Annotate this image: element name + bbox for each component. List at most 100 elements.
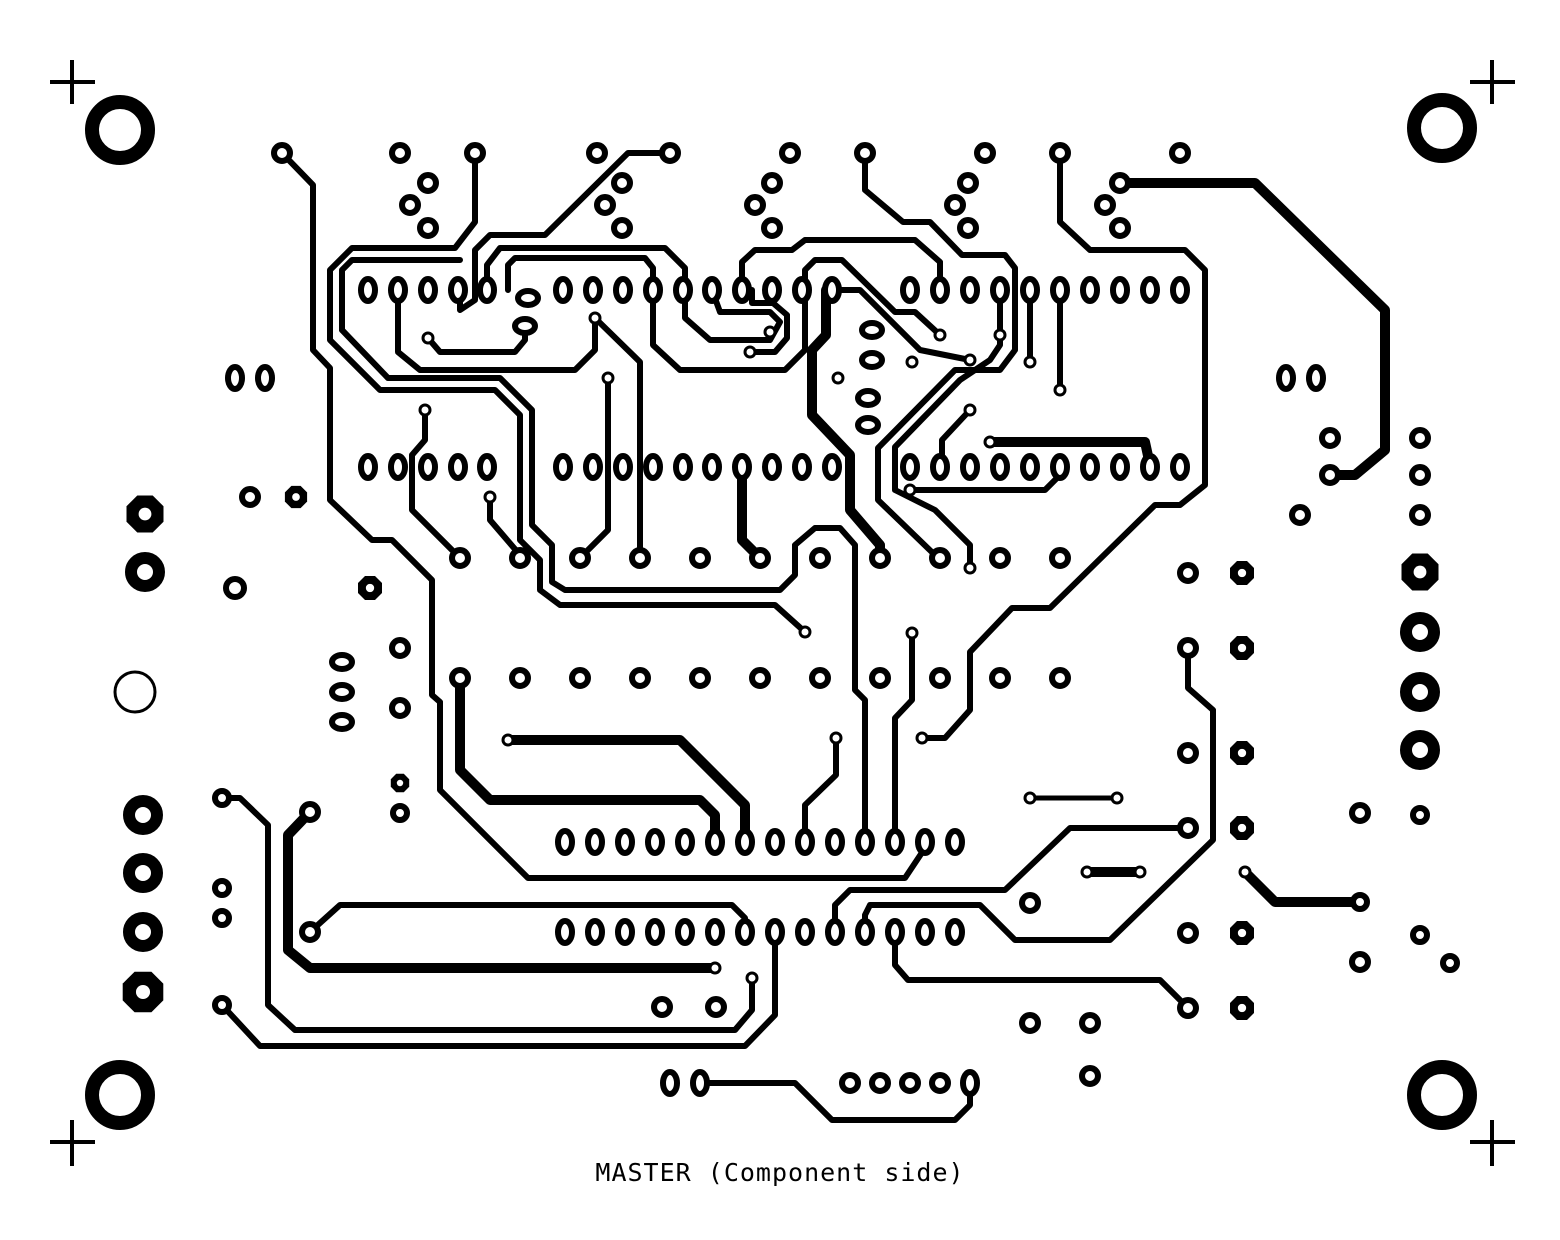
- trace: [832, 287, 973, 363]
- round-pad: [449, 547, 471, 569]
- oval-pad: [705, 828, 725, 856]
- oval-pad: [735, 828, 755, 856]
- round-pad: [586, 142, 608, 164]
- oval-pad: [1050, 276, 1070, 304]
- mounting-hole-icon: [1407, 93, 1477, 163]
- oval-pad: [583, 453, 603, 481]
- round-pad: [1400, 672, 1440, 712]
- trace: [487, 494, 523, 558]
- round-pad: [223, 576, 247, 600]
- trace: [339, 257, 463, 333]
- round-pad: [929, 667, 951, 689]
- oval-pad: [553, 276, 573, 304]
- board-caption: MASTER (Component side): [595, 1158, 965, 1187]
- oval-pad: [418, 453, 438, 481]
- round-pad: [1080, 865, 1094, 879]
- round-pad: [1094, 194, 1116, 216]
- oval-pad: [990, 276, 1010, 304]
- trace: [279, 150, 928, 881]
- oval-pad: [702, 276, 722, 304]
- trace: [832, 825, 1191, 935]
- oval-pad: [855, 415, 881, 435]
- round-pad: [1177, 817, 1199, 839]
- round-pad: [705, 996, 727, 1018]
- oval-pad: [762, 453, 782, 481]
- oval-pad: [990, 453, 1010, 481]
- trace: [219, 929, 778, 1049]
- oval-pad: [1020, 453, 1040, 481]
- oval-pad: [255, 364, 275, 392]
- oval-pad: [705, 918, 725, 946]
- round-pad: [1319, 464, 1341, 486]
- oval-pad: [225, 364, 245, 392]
- oval-pad: [765, 828, 785, 856]
- round-pad: [123, 795, 163, 835]
- oval-pad: [702, 453, 722, 481]
- round-pad: [854, 142, 876, 164]
- round-pad: [963, 561, 977, 575]
- oval-pad: [1050, 453, 1070, 481]
- copper-traces: [219, 150, 1390, 1123]
- mounting-hole-icon: [85, 95, 155, 165]
- pad-hole: [135, 984, 151, 1000]
- round-pad: [1319, 427, 1341, 449]
- round-pad: [1349, 951, 1371, 973]
- round-pad: [933, 328, 947, 342]
- oval-pad: [329, 682, 355, 702]
- trace: [802, 735, 839, 845]
- round-pad: [689, 667, 711, 689]
- round-pad: [212, 788, 232, 808]
- round-pad: [421, 331, 435, 345]
- round-pad: [1023, 791, 1037, 805]
- oval-pad: [675, 918, 695, 946]
- oval-pad: [583, 276, 603, 304]
- round-pad: [1400, 612, 1440, 652]
- round-pad: [569, 547, 591, 569]
- round-pad: [989, 667, 1011, 689]
- oval-pad: [613, 453, 633, 481]
- oval-pad: [615, 918, 635, 946]
- round-pad: [399, 194, 421, 216]
- oval-pad: [645, 918, 665, 946]
- pad-hole: [1237, 748, 1247, 758]
- round-pad: [1177, 742, 1199, 764]
- round-pad: [588, 311, 602, 325]
- round-pad: [744, 194, 766, 216]
- trace: [862, 645, 1216, 943]
- oval-pad: [690, 1069, 710, 1097]
- round-pad: [389, 142, 411, 164]
- round-pad: [1177, 562, 1199, 584]
- trace: [739, 237, 943, 293]
- oval-pad: [329, 652, 355, 672]
- round-pad: [1049, 142, 1071, 164]
- oval-pad: [732, 276, 752, 304]
- pad-hole: [365, 583, 375, 593]
- round-pad: [957, 172, 979, 194]
- round-pad: [957, 217, 979, 239]
- trace: [219, 795, 755, 1033]
- oval-pad: [553, 453, 573, 481]
- round-pad: [1177, 997, 1199, 1019]
- round-pad: [509, 667, 531, 689]
- registration-mark-icon: [50, 60, 95, 104]
- unplated-hole: [113, 670, 157, 714]
- round-pad: [1049, 547, 1071, 569]
- oval-pad: [673, 453, 693, 481]
- round-pad: [1350, 892, 1370, 912]
- round-pad: [464, 142, 486, 164]
- round-pad: [1133, 865, 1147, 879]
- oval-pad: [477, 276, 497, 304]
- round-pad: [869, 547, 891, 569]
- round-pad: [1110, 791, 1124, 805]
- oval-pad: [945, 828, 965, 856]
- round-pad: [239, 486, 261, 508]
- trace: [892, 287, 1003, 571]
- registration-mark-icon: [1470, 60, 1515, 104]
- round-pad: [629, 547, 651, 569]
- oval-pad: [1110, 276, 1130, 304]
- round-pad: [869, 1072, 891, 1094]
- round-pad: [601, 371, 615, 385]
- oval-pad: [388, 276, 408, 304]
- oval-pad: [960, 453, 980, 481]
- pad-hole: [396, 779, 404, 787]
